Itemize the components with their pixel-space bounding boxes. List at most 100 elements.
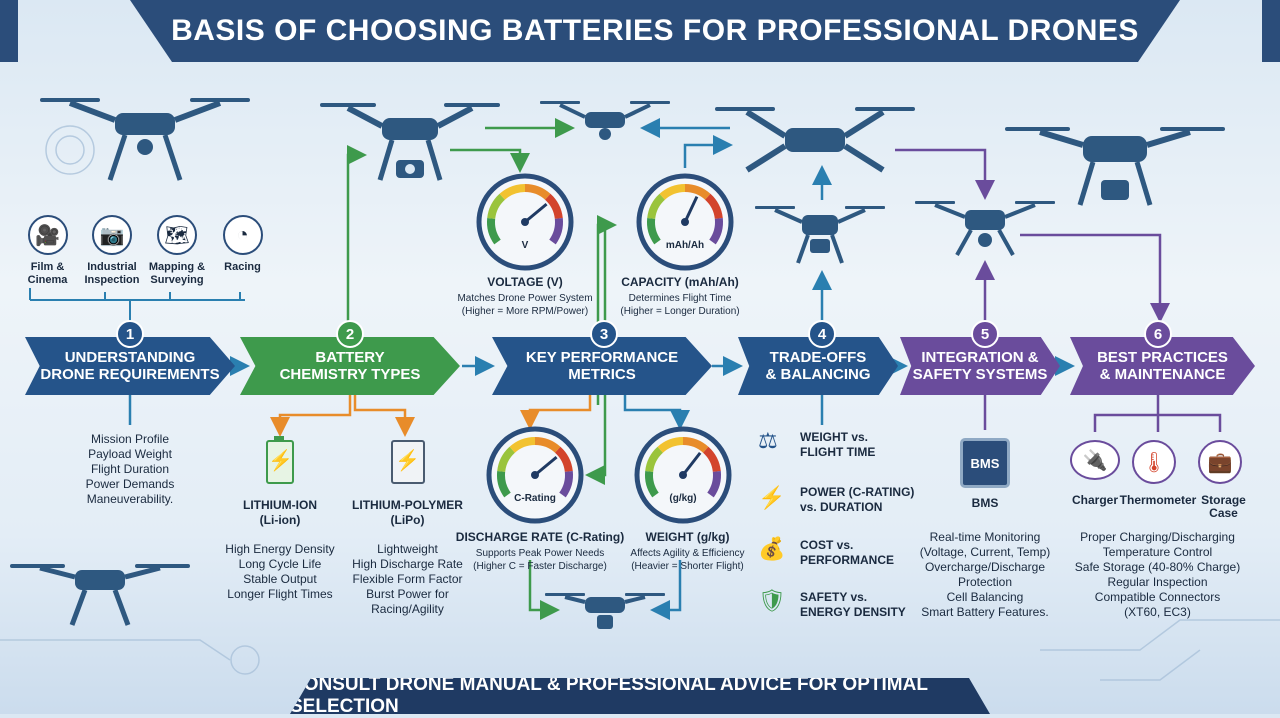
lipo-block: ⚡ LITHIUM-POLYMER (LiPo) Lightweight Hig… <box>345 440 470 617</box>
step-label: BEST PRACTICES & MAINTENANCE <box>1097 349 1228 383</box>
gauge-title: CAPACITY (mAh/Ah) <box>621 275 739 289</box>
gauge-unit: mAh/Ah <box>666 240 704 251</box>
chemistry-name: LITHIUM-POLYMER (LiPo) <box>352 498 463 527</box>
step-number: 3 <box>590 320 618 348</box>
gauge-arc-segment <box>702 446 721 473</box>
gauge-arc-segment <box>559 471 573 498</box>
camera-icon: 🎥 <box>27 215 68 255</box>
gauge-hub <box>681 218 689 226</box>
gauge-arc-segment <box>647 218 661 245</box>
gauge-arc-segment <box>645 446 664 473</box>
step-label: INTEGRATION & SAFETY SYSTEMS <box>912 349 1048 383</box>
gauge-subtitle: Affects Agility & Efficiency (Heavier = … <box>630 548 745 572</box>
tool-label: Thermometer <box>1119 493 1197 507</box>
gauge-needle <box>534 455 558 477</box>
scale-icon: ⚖ <box>758 428 778 453</box>
speedometer-icon: ◔ <box>222 215 263 255</box>
chemistry-name: LITHIUM-ION (Li-ion) <box>243 498 317 527</box>
gauge-arc-segment <box>487 218 501 245</box>
step-label: BATTERY CHEMISTRY TYPES <box>279 349 421 383</box>
use-case-label: Mapping & Surveying <box>148 261 206 286</box>
maintenance-details: Proper Charging/Discharging Temperature … <box>1074 530 1241 619</box>
gauge-arc-segment <box>487 193 506 220</box>
gauge-hub <box>521 218 529 226</box>
gauge-needle <box>681 451 702 476</box>
gauge-subtitle: Determines Flight Time (Higher = Longer … <box>620 293 740 317</box>
use-case-label: Racing <box>224 261 261 273</box>
title-banner: BASIS OF CHOOSING BATTERIES FOR PROFESSI… <box>130 0 1180 62</box>
gauge-unit: V <box>522 240 529 251</box>
gauge-arc-segment <box>497 471 511 498</box>
drone-graphics <box>10 98 1225 629</box>
tool-label: Charger <box>1071 493 1118 507</box>
gauge-unit: C-Rating <box>514 493 556 504</box>
tool-label: Storage Case <box>1201 493 1246 520</box>
gauge: mAh/Ah <box>636 173 734 271</box>
gauge-title: VOLTAGE (V) <box>487 275 563 289</box>
mapping-icon: 🗺 <box>157 215 197 255</box>
step-number: 1 <box>116 320 144 348</box>
gauge-title: DISCHARGE RATE (C-Rating) <box>455 530 625 544</box>
step-number: 4 <box>808 320 836 348</box>
charger-icon: 🔌 <box>1070 440 1120 480</box>
use-case-label: Industrial Inspection <box>84 261 140 286</box>
tradeoff-label: WEIGHT vs. FLIGHT TIME <box>800 430 876 459</box>
gauge-unit: (g/kg) <box>669 493 696 504</box>
title-corner-left <box>0 0 18 62</box>
step-number: 5 <box>971 320 999 348</box>
storage-case-icon: 💼 <box>1198 440 1242 484</box>
battery-icon: ⚡ <box>266 436 294 484</box>
lightning-icon: ⚡ <box>758 485 786 510</box>
step-number: 6 <box>1144 320 1172 348</box>
gauge-needle <box>683 196 699 223</box>
gauge: (g/kg) <box>634 426 732 524</box>
tradeoff-label: SAFETY vs. ENERGY DENSITY <box>800 590 906 619</box>
step-label: TRADE-OFFS & BALANCING <box>765 349 871 383</box>
gauge-subtitle: Matches Drone Power System (Higher = Mor… <box>457 293 593 317</box>
gauge-arc-segment <box>544 193 563 220</box>
gauge-arc-segment <box>657 437 684 453</box>
inspection-icon: 📷 <box>92 215 132 255</box>
gauge-hub <box>531 471 539 479</box>
footer-banner: CONSULT DRONE MANUAL & PROFESSIONAL ADVI… <box>290 678 990 714</box>
gauge-arc-segment <box>682 437 709 453</box>
chemistry-features: High Energy Density Long Cycle Life Stab… <box>225 542 335 601</box>
gauge-hub <box>679 471 687 479</box>
bms-label: BMS <box>971 496 999 510</box>
tradeoffs-list: ⚖ WEIGHT vs. FLIGHT TIME ⚡ POWER (C-RATI… <box>758 428 918 628</box>
use-cases: 🎥 Film & Cinema 📷 Industrial Inspection … <box>20 215 270 295</box>
step-label: UNDERSTANDING DRONE REQUIREMENTS <box>40 349 220 383</box>
li-ion-block: ⚡ LITHIUM-ION (Li-ion) High Energy Densi… <box>220 436 340 602</box>
page-title: BASIS OF CHOOSING BATTERIES FOR PROFESSI… <box>171 14 1139 47</box>
gauge-arc-segment <box>499 184 526 200</box>
gauge-arc-segment <box>645 471 659 498</box>
title-corner-right <box>1262 0 1280 62</box>
requirements-list: Mission Profile Payload Weight Flight Du… <box>85 432 175 506</box>
gauge-arc-segment <box>524 184 551 200</box>
shield-icon: 🛡 <box>758 588 786 613</box>
use-case-label: Film & Cinema <box>27 261 68 286</box>
gauge-arc-segment <box>704 193 723 220</box>
gauge-arc-segment <box>549 218 563 245</box>
footer-text: CONSULT DRONE MANUAL & PROFESSIONAL ADVI… <box>290 674 928 717</box>
thermometer-icon: 🌡 <box>1132 440 1176 484</box>
gauge: V <box>476 173 574 271</box>
gauge-arc-segment <box>707 471 721 498</box>
tradeoff-label: POWER (C-RATING) vs. DURATION <box>800 485 915 514</box>
gauge-arc-segment <box>534 437 561 453</box>
gauge-arc-segment <box>509 437 536 453</box>
gauge-arc-segment <box>709 218 723 245</box>
step-label: KEY PERFORMANCE METRICS <box>525 349 679 383</box>
step-number: 2 <box>336 320 364 348</box>
gauge-arc-segment <box>647 193 666 220</box>
gauge-arc-segment <box>554 446 573 473</box>
bms-chip-icon: BMS <box>960 438 1010 488</box>
step-3-chevron: KEY PERFORMANCE METRICS <box>492 337 712 395</box>
gauge-arc-segment <box>684 184 711 200</box>
coins-icon: 💰 <box>758 536 786 561</box>
gauge-arc-segment <box>659 184 686 200</box>
bms-chip-text: BMS <box>970 455 1000 471</box>
gauge-title: WEIGHT (g/kg) <box>645 530 730 544</box>
gauge-arc-segment <box>497 446 516 473</box>
